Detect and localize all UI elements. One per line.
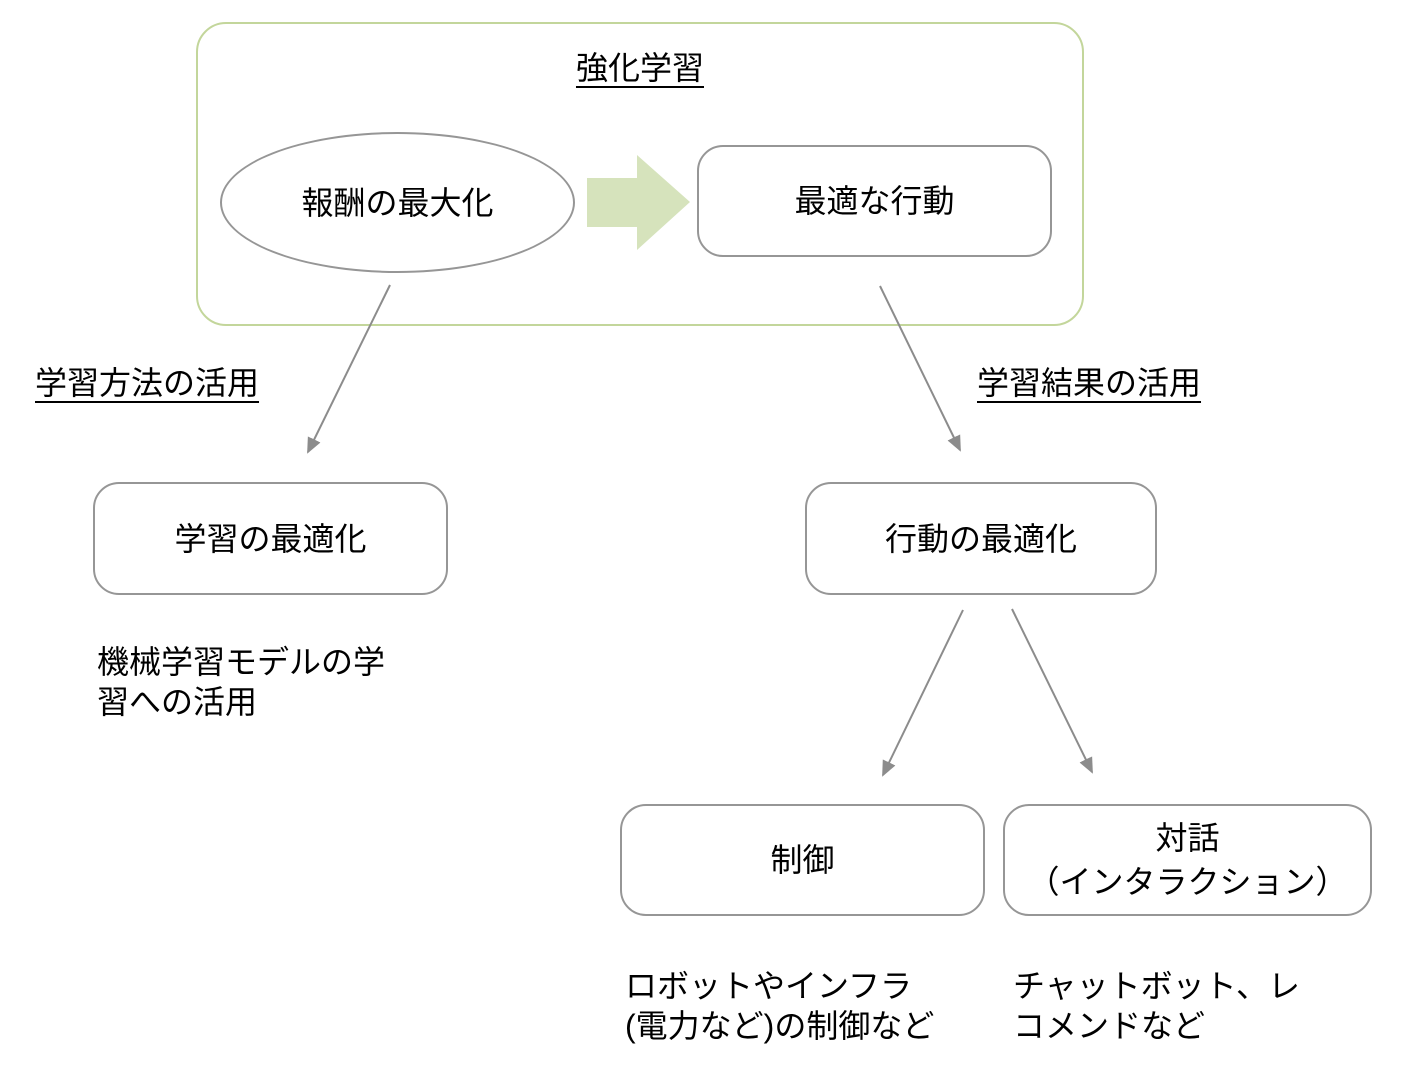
reward-ellipse-label: 報酬の最大化 [301, 184, 494, 221]
control-box: 制御 [620, 804, 985, 916]
rl-frame-title-row: 強化学習 [196, 48, 1084, 88]
optimal-action-label: 最適な行動 [794, 183, 955, 219]
dialogue-usage-note: チャットボット、レ コメンドなど [1013, 968, 1301, 1044]
control-usage-note: ロボットやインフラ (電力など)の制御など [625, 968, 935, 1044]
learning-usage-note: 機械学習モデルの学 習への活用 [97, 644, 386, 720]
learning-optimization-label: 学習の最適化 [174, 520, 367, 557]
dialogue-box: 対話 （インタラクション） [1003, 804, 1372, 916]
left-branch-label-row: 学習方法の活用 [35, 363, 259, 403]
optimal-action-box: 最適な行動 [697, 145, 1052, 257]
behavior-optimization-box: 行動の最適化 [805, 482, 1157, 595]
reward-ellipse: 報酬の最大化 [220, 132, 575, 273]
right-branch-label: 学習結果の活用 [977, 365, 1202, 401]
learning-optimization-box: 学習の最適化 [93, 482, 448, 595]
dialogue-label: 対話 （インタラクション） [1027, 820, 1348, 900]
left-branch-label: 学習方法の活用 [35, 365, 260, 401]
connector-behavior-to-dialogue [1011, 608, 1093, 774]
rl-frame [196, 22, 1084, 326]
right-branch-label-row: 学習結果の活用 [977, 363, 1201, 403]
behavior-optimization-label: 行動の最適化 [884, 520, 1077, 557]
connector-behavior-to-control [882, 609, 964, 777]
control-label: 制御 [770, 842, 835, 878]
rl-frame-title: 強化学習 [575, 50, 704, 86]
